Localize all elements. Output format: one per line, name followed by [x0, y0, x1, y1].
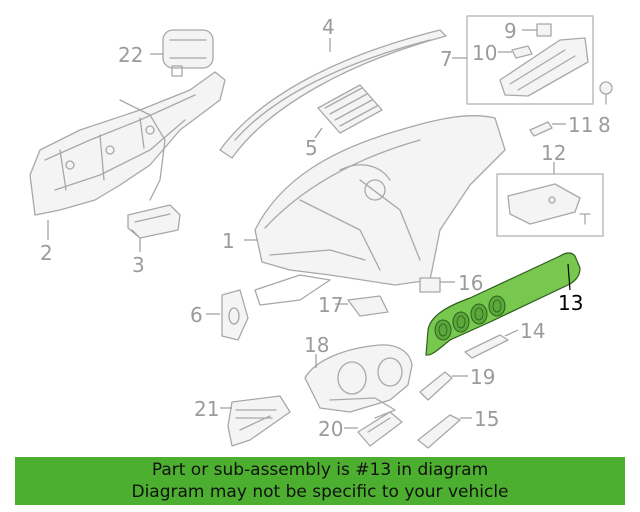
- part-1-instrument-panel: [254, 115, 506, 306]
- part-20-trim: [357, 411, 403, 447]
- callout-14: 14: [520, 319, 545, 343]
- callout-4: 4: [322, 15, 335, 39]
- footer-banner: Part or sub-assembly is #13 in diagram D…: [15, 457, 625, 505]
- footer-line-1: Part or sub-assembly is #13 in diagram: [151, 460, 489, 480]
- callout-2: 2: [40, 241, 53, 265]
- part-7-group-box: [466, 15, 594, 105]
- part-10-clip: [511, 45, 533, 59]
- part-19-trim: [419, 371, 453, 401]
- callout-19: 19: [470, 365, 495, 389]
- callout-22: 22: [118, 43, 143, 67]
- callout-8: 8: [598, 113, 611, 137]
- part-5-speaker-grille: [317, 84, 383, 134]
- callout-9: 9: [504, 19, 517, 43]
- callout-13: 13: [558, 291, 583, 315]
- part-9-clip: [536, 23, 552, 37]
- callout-16: 16: [458, 271, 483, 295]
- part-22-airbag-module: [162, 29, 214, 77]
- part-13-cluster-bezel-highlighted: [425, 252, 581, 356]
- part-4-defroster-strip: [219, 29, 447, 159]
- callout-17: 17: [318, 293, 343, 317]
- part-8-screw: [599, 81, 613, 105]
- callout-15: 15: [474, 407, 499, 431]
- footer-line-2: Diagram may not be specific to your vehi…: [131, 482, 509, 502]
- callout-12: 12: [541, 141, 566, 165]
- part-12-cover: [507, 183, 591, 225]
- callout-5: 5: [305, 136, 318, 160]
- part-18-cluster-housing: [304, 344, 413, 419]
- part-15-trim: [417, 414, 461, 449]
- part-3-bracket: [127, 204, 181, 239]
- callout-6: 6: [190, 303, 203, 327]
- part-14-trim: [464, 334, 509, 359]
- callout-11: 11: [568, 113, 593, 137]
- exploded-parts-diagram: 22 2 3 4 5 1: [29, 15, 613, 449]
- part-12-group-box: [496, 173, 604, 237]
- part-11-trim: [529, 121, 553, 137]
- part-16-switch: [419, 277, 441, 293]
- callout-3: 3: [132, 253, 145, 277]
- part-6-end-cap: [221, 289, 249, 341]
- part-2-cross-car-beam: [29, 71, 226, 216]
- part-21-glovebox: [227, 395, 291, 447]
- callout-21: 21: [194, 397, 219, 421]
- callout-18: 18: [304, 333, 329, 357]
- callout-20: 20: [318, 417, 343, 441]
- callout-1: 1: [222, 229, 235, 253]
- part-7-trim-panel: [499, 37, 589, 97]
- callout-10: 10: [472, 41, 497, 65]
- callout-7: 7: [440, 47, 453, 71]
- part-17-trim: [347, 295, 389, 317]
